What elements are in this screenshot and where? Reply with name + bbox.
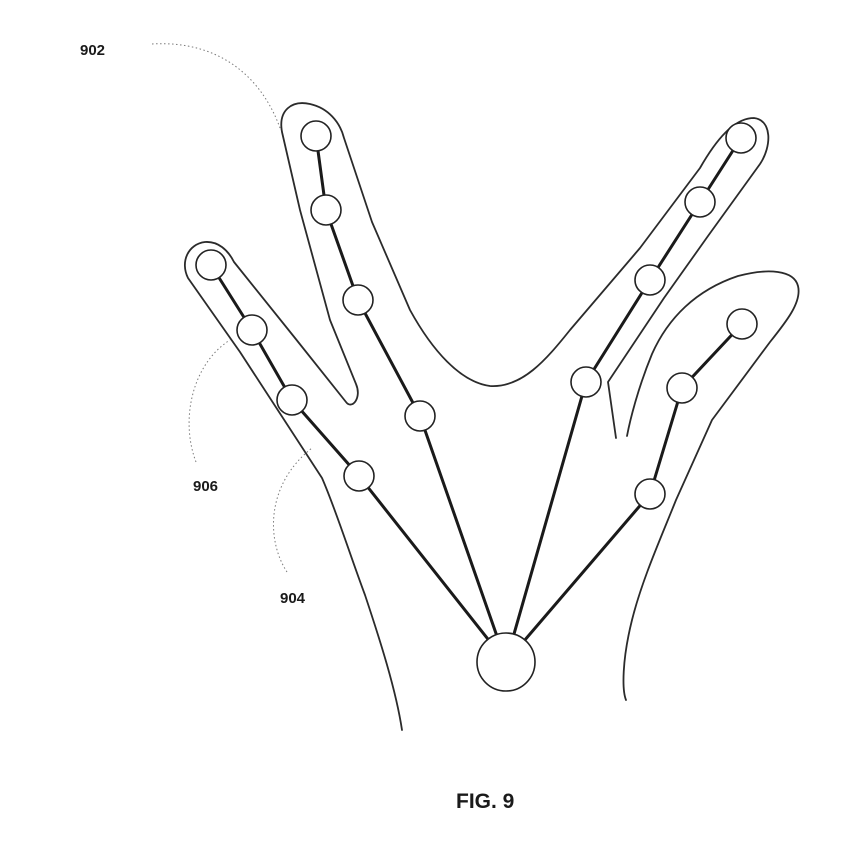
joint-pinky-tip <box>726 308 758 340</box>
bone-pinky-metacarpal <box>504 492 652 664</box>
bone-index-metacarpal <box>357 474 508 664</box>
joint-pinky-mcp <box>634 478 666 510</box>
joint-wrist <box>476 632 536 692</box>
bone-pinky-base <box>648 386 684 496</box>
bone-ring-metacarpal <box>504 380 588 664</box>
leader-line-906 <box>188 339 231 463</box>
hand-outline-main <box>183 102 770 731</box>
joint-ring-mcp <box>570 366 602 398</box>
bone-middle-metacarpal <box>418 414 508 664</box>
hand-outline-pinky <box>622 270 800 701</box>
joint-middle-mcp <box>404 400 436 432</box>
bone-index-base <box>290 398 361 478</box>
joint-ring-tip <box>725 122 757 154</box>
label-902: 902 <box>80 42 105 59</box>
joint-pinky-dip <box>666 372 698 404</box>
leader-line-904 <box>273 447 313 573</box>
joint-middle-dip <box>310 194 342 226</box>
joint-ring-pip <box>634 264 666 296</box>
joint-index-mcp <box>343 460 375 492</box>
joint-index-dip <box>236 314 268 346</box>
joint-ring-dip <box>684 186 716 218</box>
joint-middle-pip <box>342 284 374 316</box>
label-906: 906 <box>193 478 218 495</box>
bone-middle-base <box>356 298 422 418</box>
joint-middle-tip <box>300 120 332 152</box>
label-904: 904 <box>280 590 306 607</box>
bone-ring-base <box>584 278 652 384</box>
leader-line-902 <box>151 43 281 129</box>
joint-index-tip <box>195 249 227 281</box>
joint-index-pip <box>276 384 308 416</box>
figure-caption: FIG. 9 <box>456 790 514 813</box>
bone-middle-middle <box>324 208 360 302</box>
